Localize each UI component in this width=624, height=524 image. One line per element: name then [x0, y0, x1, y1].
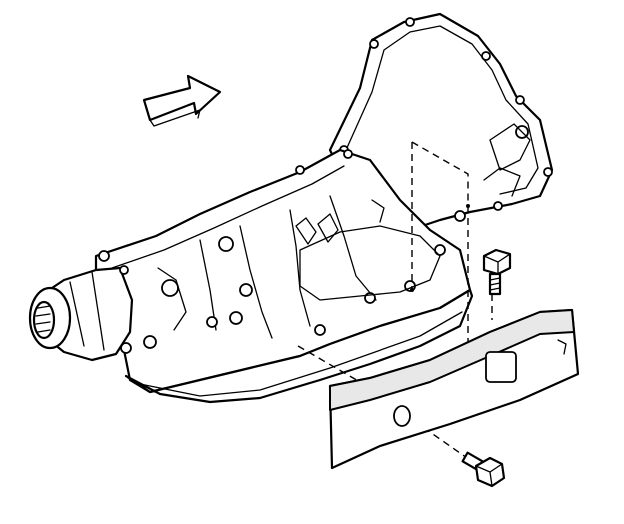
- transmission-case: [94, 148, 472, 394]
- bolt-icon: [482, 248, 512, 296]
- bell-housing: [328, 12, 554, 232]
- shield-plate: [328, 308, 580, 470]
- oil-pan: [124, 288, 474, 404]
- output-shaft-housing: [28, 250, 134, 362]
- bolt-icon: [461, 451, 506, 488]
- arrow-right-icon: [142, 74, 222, 127]
